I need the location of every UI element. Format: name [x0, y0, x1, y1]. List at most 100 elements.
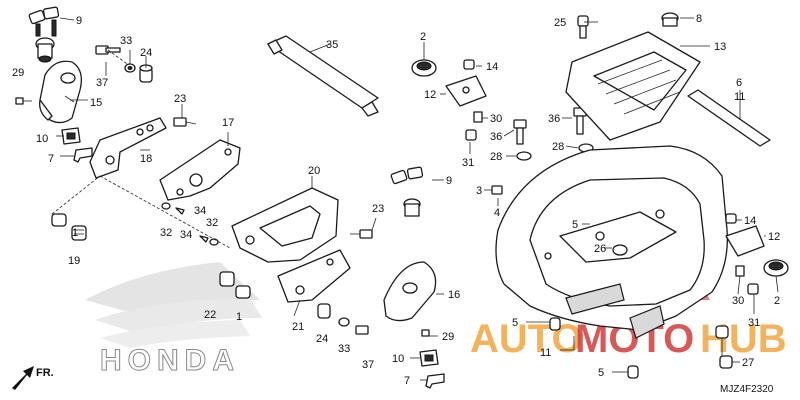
callout-31: 31 — [462, 157, 474, 169]
leader-lines — [51, 17, 779, 381]
clip-7-upper — [73, 147, 93, 163]
clip-34-upper — [175, 207, 185, 215]
callout-34: 34 — [180, 229, 192, 241]
callout-1: 1 — [72, 227, 78, 239]
callout-24: 24 — [316, 333, 328, 345]
lock-cover-16 — [383, 261, 437, 322]
callout-1: 1 — [236, 311, 242, 323]
callout-25: 25 — [554, 17, 566, 29]
front-direction-arrow-icon — [12, 366, 34, 390]
washer-33-upper — [124, 63, 136, 73]
callout-8: 8 — [696, 13, 702, 25]
callout-5: 5 — [598, 367, 604, 379]
honda-wing-logo-background — [85, 262, 262, 348]
honda-brand-text: HONDA — [100, 344, 240, 377]
bolt-23-upper — [173, 117, 197, 127]
trunk-frame-4 — [495, 145, 729, 339]
bolt-36-left — [513, 119, 527, 145]
callout-17: 17 — [222, 117, 234, 129]
key-set-upper — [28, 6, 60, 63]
watermark-auto: AUTO — [470, 317, 583, 361]
callout-19: 19 — [68, 255, 80, 267]
callout-labels: 9 33 24 29 37 15 10 7 23 17 18 32 34 34 … — [12, 13, 780, 387]
washer-32-upper — [161, 202, 171, 210]
trim-strip-6-11 — [687, 89, 771, 147]
hinge-18 — [89, 117, 167, 179]
callout-11: 11 — [734, 91, 745, 103]
holder-12-lower — [725, 225, 765, 257]
callout-33: 33 — [338, 343, 350, 355]
grommet-2-lower — [763, 259, 789, 277]
nut-31-upper — [465, 129, 477, 141]
bolt-25 — [577, 15, 589, 39]
callout-34: 34 — [194, 205, 206, 217]
clip-7-lower — [425, 373, 445, 389]
watermark-hub: HUB — [700, 317, 787, 361]
callout-7: 7 — [48, 153, 54, 165]
rubber-5-lower — [627, 365, 639, 379]
grommet-19 — [71, 225, 87, 241]
callout-36: 36 — [490, 131, 502, 143]
callout-35: 35 — [326, 39, 338, 51]
callout-32: 32 — [206, 217, 218, 229]
callout-29: 29 — [442, 331, 454, 343]
callout-37: 37 — [96, 77, 108, 89]
grommet-22 — [219, 271, 235, 287]
lock-cover-upper — [39, 60, 83, 124]
bolt-29-lower — [421, 329, 430, 337]
callout-14: 14 — [486, 61, 498, 73]
collar-24-middle — [317, 303, 331, 319]
callout-15: 15 — [90, 97, 102, 109]
bolt-37-middle — [355, 325, 369, 335]
callout-10: 10 — [36, 133, 48, 145]
rubber-5-right — [715, 325, 729, 339]
bolt-30-lower — [735, 265, 745, 277]
callout-7: 7 — [404, 375, 410, 387]
callout-20: 20 — [308, 165, 320, 177]
callout-10: 10 — [392, 353, 404, 365]
rubber-1-upper — [51, 213, 67, 227]
nut-14-upper — [463, 59, 475, 70]
callout-23: 23 — [174, 93, 186, 105]
callout-32: 32 — [160, 227, 172, 239]
callout-28: 28 — [490, 151, 502, 163]
callout-30: 30 — [732, 295, 744, 307]
callout-28: 28 — [552, 141, 564, 153]
holder-12-upper — [445, 75, 487, 107]
clip-34-middle — [199, 235, 209, 243]
bolt-37-upper — [95, 45, 131, 67]
callout-2: 2 — [774, 295, 780, 307]
nut-31-lower — [747, 283, 759, 295]
callout-23: 23 — [372, 203, 384, 215]
callout-29: 29 — [12, 67, 24, 79]
bolt-29-upper — [15, 97, 32, 105]
diagram-code: MJZ4F2320 — [720, 384, 774, 395]
rubber-5-left — [549, 317, 561, 331]
bolt-3 — [491, 185, 503, 195]
hinge-17 — [159, 139, 241, 201]
callout-16: 16 — [448, 289, 460, 301]
key-set-lower — [390, 166, 424, 217]
callout-2: 2 — [420, 31, 426, 43]
callout-26: 26 — [594, 243, 606, 255]
callout-18: 18 — [140, 153, 152, 165]
callout-24: 24 — [140, 47, 152, 59]
callout-6: 6 — [736, 77, 742, 89]
callout-33: 33 — [120, 35, 132, 47]
cap-8 — [661, 12, 679, 27]
trunk-lid-13 — [565, 31, 701, 141]
bolt-30-upper — [473, 111, 483, 123]
callout-5: 5 — [572, 219, 578, 231]
callout-21: 21 — [292, 321, 304, 333]
callout-27: 27 — [742, 357, 754, 369]
callout-13: 13 — [714, 41, 726, 53]
callout-12: 12 — [424, 89, 436, 101]
callout-37: 37 — [362, 359, 374, 371]
plate-10-upper — [61, 127, 81, 145]
callout-9: 9 — [76, 15, 82, 27]
hinge-21 — [277, 249, 351, 303]
grommet-2-upper — [411, 59, 437, 77]
washer-32-middle — [209, 238, 219, 246]
strap-35 — [267, 35, 379, 117]
